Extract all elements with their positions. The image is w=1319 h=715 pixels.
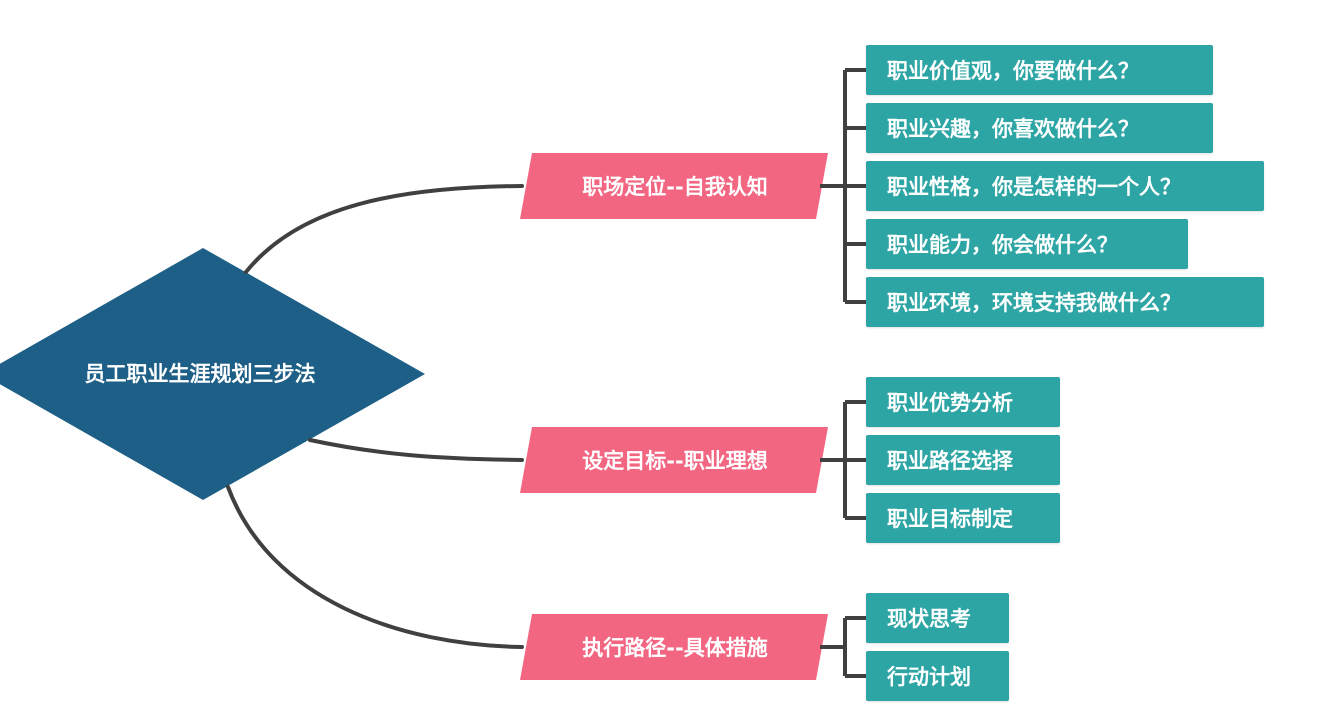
subtopic-goal-setting[interactable]: 职业目标制定 [866,493,1060,543]
bracket-branch-3 [820,616,866,678]
subtopic-action-plan[interactable]: 行动计划 [866,651,1009,701]
subtopic-strength-analysis[interactable]: 职业优势分析 [866,377,1060,427]
subtopic-career-ability[interactable]: 职业能力，你会做什么？ [866,219,1188,269]
root-topic-label: 员工职业生涯规划三步法 [84,362,316,386]
subtopic-path-selection[interactable]: 职业路径选择 [866,435,1060,485]
branch-topic-3-label: 执行路径--具体措施 [582,636,768,660]
branch-topic-1-label: 职场定位--自我认知 [582,175,768,199]
subtopic-career-values[interactable]: 职业价值观，你要做什么？ [866,45,1213,95]
connector-root-to-branch-2 [308,438,524,462]
bracket-branch-2 [820,400,866,520]
branch-topic-3[interactable]: 执行路径--具体措施 [520,614,830,680]
connector-root-to-branch-3 [226,485,524,649]
subtopic-career-personality[interactable]: 职业性格，你是怎样的一个人？ [866,161,1264,211]
subtopic-career-environment[interactable]: 职业环境，环境支持我做什么？ [866,277,1264,327]
branch-topic-2[interactable]: 设定目标--职业理想 [520,427,830,493]
subtopic-career-interests[interactable]: 职业兴趣，你喜欢做什么？ [866,103,1213,153]
subtopic-status-reflection[interactable]: 现状思考 [866,593,1009,643]
branch-3-shape[interactable] [520,614,828,680]
branch-1-shape[interactable] [520,153,828,219]
branch-topic-2-label: 设定目标--职业理想 [582,449,768,473]
branch-topic-1[interactable]: 职场定位--自我认知 [520,153,830,219]
bracket-branch-1 [820,68,866,304]
root-diamond[interactable] [0,248,425,500]
branch-2-shape[interactable] [520,427,828,493]
connector-root-to-branch-1 [244,184,524,274]
